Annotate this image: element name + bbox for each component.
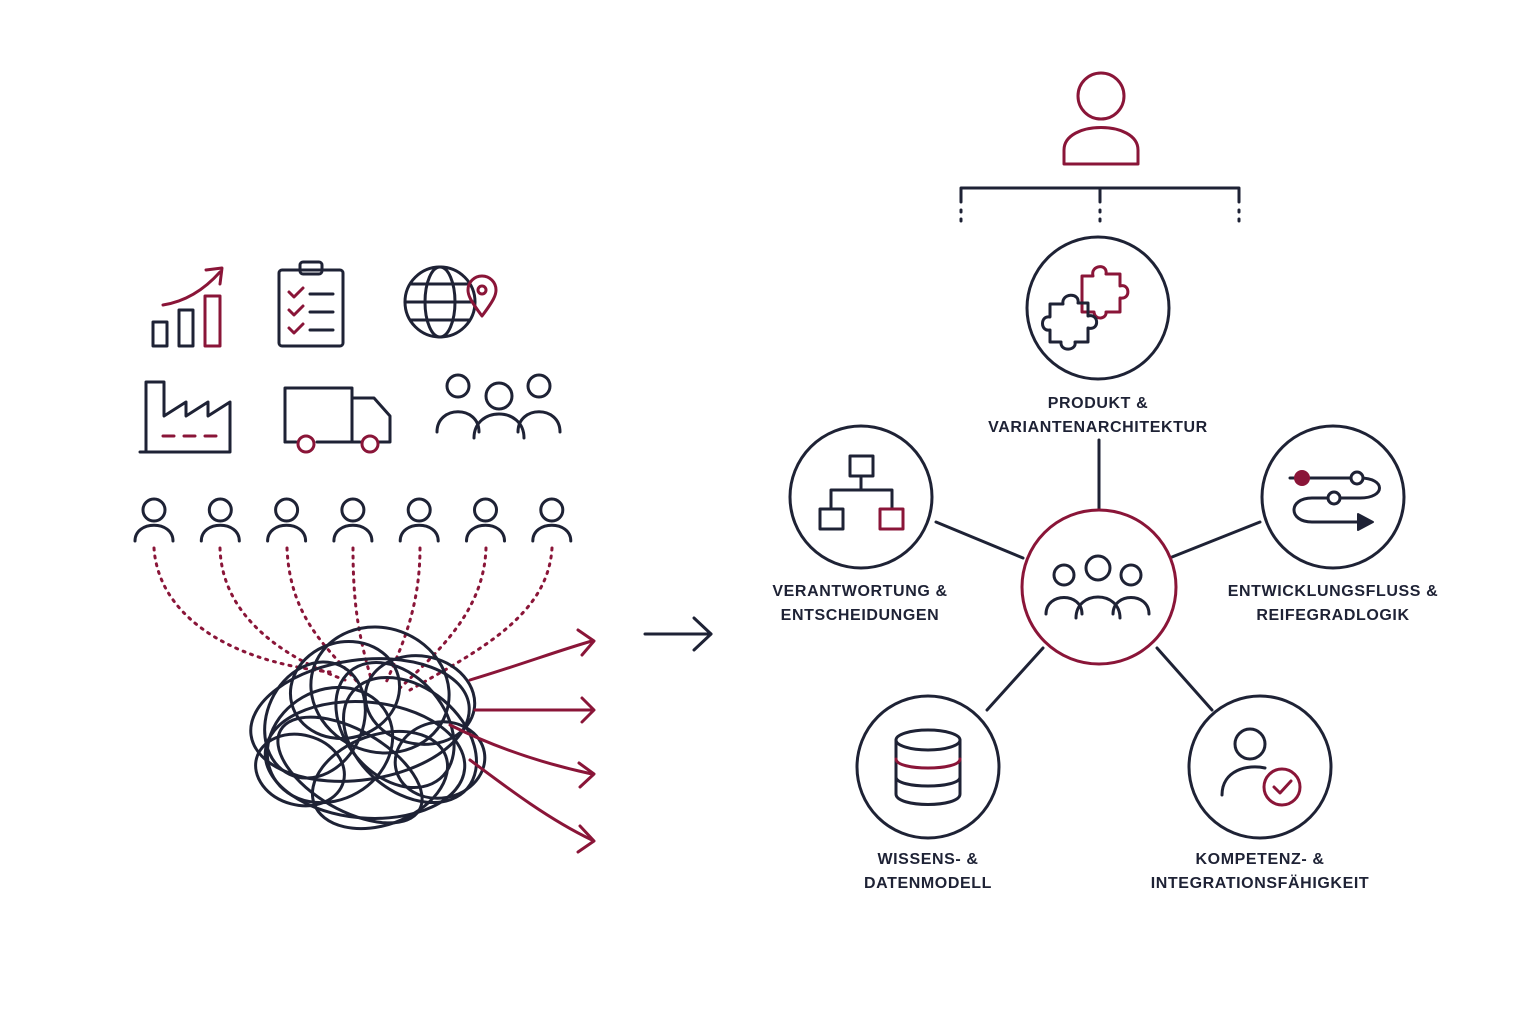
label-wissen-line1: WISSENS- &	[877, 851, 979, 868]
label-produkt: PRODUKT & VARIANTENARCHITEKTUR	[948, 392, 1248, 440]
label-wissen-line2: DATENMODELL	[863, 875, 993, 892]
tangle-scribble	[249, 625, 487, 831]
hub-connectors	[934, 438, 1262, 712]
node-kompetenz	[1187, 694, 1333, 840]
label-verantwortung: VERANTWORTUNG & ENTSCHEIDUNGEN	[720, 580, 1000, 628]
stakeholder-person-icon	[398, 497, 440, 543]
hierarchy-bracket	[959, 186, 1241, 224]
node-verantwortung	[788, 424, 934, 570]
database-icon	[894, 728, 962, 806]
label-wissen: WISSENS- & DATENMODELL	[788, 848, 1068, 896]
growth-chart-icon	[151, 266, 224, 348]
label-verantwortung-line2: ENTSCHEIDUNGEN	[780, 607, 940, 624]
label-produkt-line2: VARIANTENARCHITEKTUR	[988, 419, 1208, 436]
node-wissen	[855, 694, 1001, 840]
node-produkt	[1025, 235, 1171, 381]
factory-icon	[138, 380, 232, 454]
stakeholder-row	[133, 497, 573, 543]
stakeholder-person-icon	[465, 497, 506, 543]
flow-path-icon	[1288, 470, 1381, 531]
person-check-icon	[1220, 727, 1302, 807]
stakeholder-person-icon	[332, 497, 374, 543]
team-icon	[435, 373, 562, 440]
org-chart-icon	[818, 454, 905, 531]
label-produkt-line1: PRODUKT &	[1047, 395, 1149, 412]
person-icon	[1062, 71, 1140, 166]
label-entwicklung: ENTWICKLUNGSFLUSS & REIFEGRADLOGIK	[1193, 580, 1473, 628]
stakeholder-person-icon	[199, 497, 241, 543]
label-kompetenz-line2: INTEGRATIONSFÄHIGKEIT	[1150, 875, 1370, 892]
stakeholder-person-icon	[266, 497, 308, 543]
label-verantwortung-line1: VERANTWORTUNG &	[772, 583, 948, 600]
stakeholder-person-icon	[531, 497, 573, 543]
label-kompetenz-line1: KOMPETENZ- &	[1195, 851, 1325, 868]
globe-location-icon	[403, 265, 498, 339]
output-arrows	[448, 628, 596, 854]
label-entwicklung-line2: REIFEGRADLOGIK	[1256, 607, 1410, 624]
puzzle-icon	[1041, 265, 1130, 351]
label-kompetenz: KOMPETENZ- & INTEGRATIONSFÄHIGKEIT	[1110, 848, 1410, 896]
truck-icon	[283, 386, 392, 454]
checklist-icon	[277, 260, 345, 348]
hub-node	[1020, 508, 1178, 666]
transition-arrow-icon	[643, 616, 713, 652]
stakeholder-person-icon	[133, 497, 175, 543]
label-entwicklung-line1: ENTWICKLUNGSFLUSS &	[1227, 583, 1439, 600]
team-icon	[1044, 554, 1151, 620]
node-entwicklung	[1260, 424, 1406, 570]
